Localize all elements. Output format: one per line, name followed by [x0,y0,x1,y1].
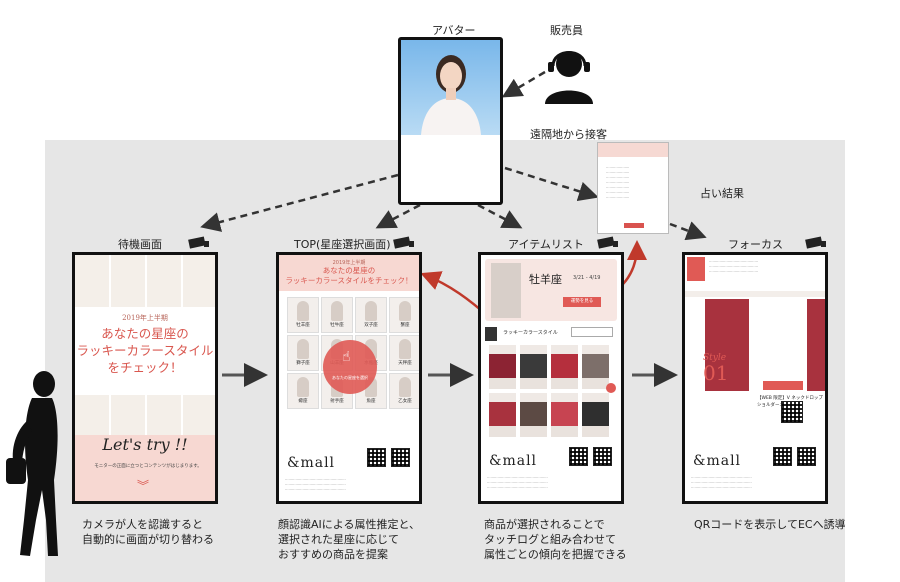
sign-label: 天秤座 [398,361,412,366]
label-avatar: アバター [432,24,476,37]
label-focus: フォーカス [728,238,783,251]
ec-button[interactable] [763,381,803,390]
menu-icon[interactable] [485,327,497,341]
qr-code [593,447,612,466]
sign-dates: 3/21 - 4/19 [573,275,601,281]
top-screen: 2019年上半期 あなたの星座の ラッキーカラースタイルをチェック！ 牡羊座 牡牛… [276,252,422,504]
label-sales-staff: 販売員 [550,24,583,37]
top-headline: あなたの星座の ラッキーカラースタイルをチェック！ [285,266,413,285]
product-thumbnail[interactable] [520,393,547,437]
qr-code [391,448,410,467]
focus-screen: ‥‥‥‥‥‥‥‥‥‥‥‥‥‥‥‥‥‥‥‥‥‥‥‥‥‥‥‥‥‥‥‥‥‥‥‥‥‥‥‥… [682,252,828,504]
sign-label: 乙女座 [398,399,412,404]
product-thumbnail[interactable] [551,393,578,437]
dashed-arrow-item [477,203,523,229]
avatar-monitor [398,37,503,205]
standby-hint: モニターの正面に立つとコンテンツがはじまります。 [94,464,202,469]
desc-standby: カメラが人を認識すると 自動的に画面が切り替わる [82,518,214,546]
sign-cell[interactable]: 乙女座 [389,373,419,409]
headset-operator-icon [545,51,593,104]
sign-cell[interactable]: 蟹座 [389,297,419,333]
sign-cell[interactable]: 天秤座 [389,335,419,371]
product-thumbnail[interactable] [582,393,609,437]
product-photo [705,299,749,391]
standby-headline: あなたの星座の ラッキーカラースタイル をチェック！ [76,326,214,375]
qr-code [773,447,792,466]
camera-icon [597,236,618,249]
qr-code [781,401,803,423]
qr-code [569,447,588,466]
camera-icon [393,236,414,249]
avatar-figure-icon [421,55,481,135]
sign-label: 牡羊座 [296,323,310,328]
illustration-strip [75,395,215,435]
product-photo [807,299,825,391]
camera-icon [188,236,209,249]
camera-icon [805,236,826,249]
dashed-arrow-top [375,203,421,229]
chevron-right-icon[interactable] [606,383,616,393]
illustration-strip [75,255,215,307]
product-name: 【WEB 限定】V ネックドロップ ショルダーニット [757,396,823,408]
select-dropdown[interactable] [571,327,613,337]
top-year: 2019年上半期 [332,260,366,266]
sign-cell[interactable]: 獅子座 [287,335,319,371]
item-list-screen: 牡羊座 3/21 - 4/19 運勢を見る ラッキーカラースタイル &mall … [478,252,624,504]
close-icon[interactable] [687,257,705,281]
standby-year: 2019年上半期 [122,314,168,322]
sign-label: 蠍座 [298,399,308,404]
mall-logo: &mall [489,453,538,469]
sign-label: 双子座 [364,323,378,328]
sign-name: 牡羊座 [529,273,562,286]
product-thumbnail[interactable] [489,345,516,389]
sign-label: 蟹座 [400,323,410,328]
avatar-image [401,40,500,135]
dashed-arrow-standby [200,173,399,232]
product-thumbnail[interactable] [551,345,578,389]
section-title: ラッキーカラースタイル [503,330,558,336]
sign-cell[interactable]: 蠍座 [287,373,319,409]
desc-focus: QRコードを表示してECへ誘導 [694,518,846,531]
product-thumbnail[interactable] [520,345,547,389]
label-item-list: アイテムリスト [508,238,584,251]
product-thumbnail[interactable] [489,393,516,437]
qr-code [367,448,386,467]
sign-label: 牡牛座 [330,323,344,328]
sign-label: 魚座 [366,399,376,404]
fortune-result-card: ‥‥‥‥‥‥‥‥‥‥‥‥‥‥‥‥‥‥‥‥‥‥‥‥‥‥‥‥‥‥‥‥‥‥‥‥‥‥‥‥… [597,142,669,234]
hand-pointer-icon: ☝ [342,349,351,365]
standby-screen: 2019年上半期 あなたの星座の ラッキーカラースタイル をチェック！ Let'… [72,252,218,504]
touch-button[interactable] [323,340,377,394]
sign-cell[interactable]: 牡牛座 [321,297,353,333]
dashed-arrow-staff [501,70,546,98]
fortune-button[interactable]: 運勢を見る [563,297,601,307]
dashed-arrow-fortune [504,166,599,202]
label-top: TOP(星座選択画面) [294,238,391,251]
sign-label: 獅子座 [296,361,310,366]
desc-item-list: 商品が選択されることで タッチログと組み合わせて 属性ごとの傾向を把握できる [484,518,627,561]
style-number: 01 [703,361,729,385]
qr-code [797,447,816,466]
sign-cell[interactable]: 双子座 [355,297,387,333]
sign-cell[interactable]: 牡羊座 [287,297,319,333]
label-remote: 遠隔地から接客 [530,128,607,141]
style-word: Style [703,353,727,363]
label-standby: 待機画面 [118,238,162,251]
touch-label: あなたの星座を選択 [332,375,368,380]
product-thumbnail[interactable] [582,345,609,389]
sign-label: 射手座 [330,399,344,404]
mall-logo: &mall [287,455,336,471]
chevron-down-icon: ︾ [137,479,150,493]
mall-logo: &mall [693,453,742,469]
label-fortune-result: 占い結果 [700,187,744,200]
desc-top: 顔認識AIによる属性推定と、 選択された星座に応じて おすすめの商品を提案 [278,518,420,561]
woman-silhouette-icon [6,371,58,556]
dashed-arrow-focus [669,221,707,241]
lets-try-text: Let's try !! [102,435,188,454]
